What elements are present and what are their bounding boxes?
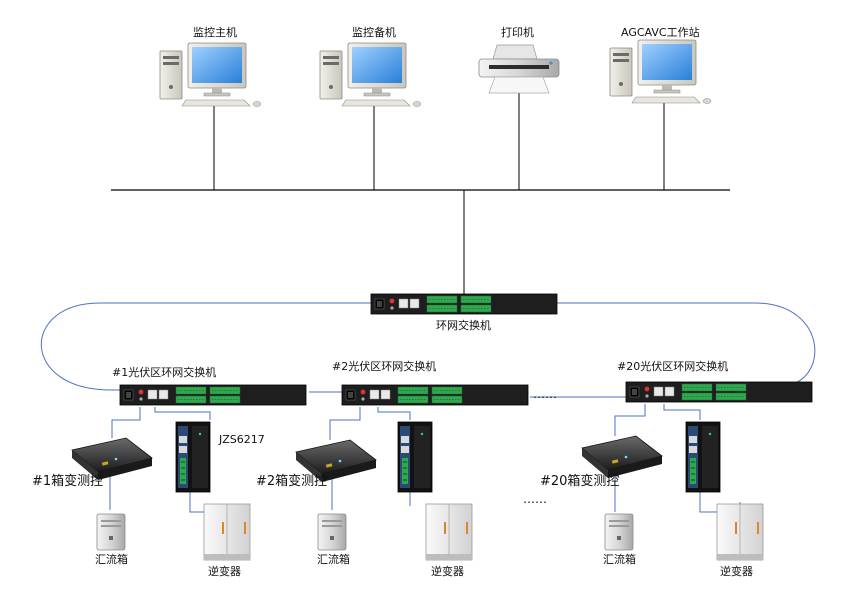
label-box-control-1: #1箱变测控: [32, 474, 104, 489]
drop-lines: [213, 92, 665, 190]
group1-drops: [111, 407, 211, 438]
ring-between: [309, 391, 628, 398]
group3-drops: [614, 404, 701, 436]
label-box-control-2: #2箱变测控: [256, 474, 328, 489]
jzs6217-controller: [175, 421, 211, 493]
monitor-backup-pc: [319, 42, 422, 107]
label-combiner-1: 汇流箱: [95, 553, 128, 566]
inverter-2: [425, 503, 473, 561]
group2-drops: [329, 407, 411, 440]
box-control-unit-20: [581, 435, 663, 479]
label-inverter-20: 逆变器: [720, 565, 753, 578]
label-combiner-20: 汇流箱: [603, 553, 636, 566]
zone2-switch-device: [341, 384, 529, 406]
zone20-switch-device: [625, 381, 813, 403]
label-box-control-20: #20箱变测控: [540, 474, 620, 489]
inverter-1: [203, 503, 251, 561]
label-inverter-1: 逆变器: [208, 565, 241, 578]
monitor-main-pc: [159, 42, 262, 107]
label-controller-model: JZS6217: [219, 433, 265, 446]
printer-device: [478, 44, 560, 94]
combiner-box-1: [96, 513, 126, 551]
core-switch-device: [370, 293, 558, 315]
label-monitor-backup: 监控备机: [352, 26, 396, 39]
label-monitor-main: 监控主机: [193, 26, 237, 39]
controller-2: [397, 421, 433, 493]
inverter-20: [716, 503, 764, 561]
label-inverter-2: 逆变器: [431, 565, 464, 578]
combiner-box-20: [604, 513, 634, 551]
ellipsis-switches: ……: [533, 387, 557, 401]
agc-station-pc: [609, 39, 712, 104]
ellipsis-groups: ……: [523, 492, 547, 506]
label-printer: 打印机: [501, 26, 534, 39]
label-agc-station: AGCAVC工作站: [621, 26, 700, 39]
controller-20: [685, 421, 721, 493]
label-zone1-switch: #1光伏区环网交换机: [112, 366, 217, 379]
label-zone2-switch: #2光伏区环网交换机: [332, 360, 437, 373]
label-core-switch: 环网交换机: [436, 319, 491, 332]
label-zone20-switch: #20光伏区环网交换机: [617, 360, 729, 373]
ring-left: [40, 302, 375, 391]
label-combiner-2: 汇流箱: [317, 553, 350, 566]
zone1-switch-device: [119, 384, 307, 406]
combiner-box-2: [317, 513, 347, 551]
